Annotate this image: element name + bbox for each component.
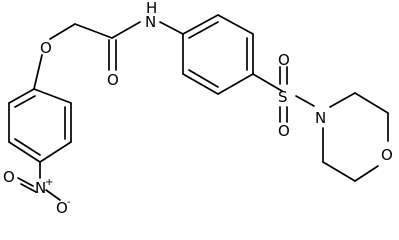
bond-ring1-e <box>8 141 41 163</box>
nitro-minus-charge: - <box>67 197 71 208</box>
morpholine-oxygen-label: O <box>381 146 393 164</box>
bond-ring2-inner-1 <box>188 21 219 39</box>
bond-ring2-inner-3 <box>188 69 219 88</box>
bond-morph-b <box>354 92 389 114</box>
bond-ring2-e <box>182 73 219 95</box>
bond-ring1-a <box>8 88 35 104</box>
bond-ring1-b <box>33 88 72 104</box>
bond-ch2-carbonyl <box>74 23 113 39</box>
molecule-structure: O O H N N + O O - S O O N O <box>3 0 393 217</box>
bond-n-ring2 <box>159 21 184 35</box>
bond-nitro-o-top-1 <box>17 177 34 187</box>
bond-nitro-o-bottom <box>45 189 61 201</box>
atom-labels: O O H N N + O O - S O O N O <box>3 0 393 217</box>
bond-ring2-b <box>217 14 254 35</box>
sulfonyl-oxygen-top-label: O <box>278 51 290 69</box>
bond-morph-d <box>354 165 379 182</box>
nitro-oxygen-bottom-label: O <box>56 199 68 217</box>
bond-s-n <box>295 95 315 107</box>
nitro-oxygen-top-label: O <box>3 168 15 186</box>
nitro-nitrogen-label: N <box>35 179 46 197</box>
bond-ring1-ether <box>33 54 43 90</box>
sulfonyl-oxygen-bottom-label: O <box>278 122 290 140</box>
bond-morph-a <box>329 92 356 108</box>
bond-ring2-s <box>252 73 283 92</box>
amide-hydrogen-label: H <box>146 0 157 17</box>
ether-oxygen-label: O <box>40 39 52 57</box>
bond-ring1-inner-1 <box>14 95 36 108</box>
amide-nitrogen-label: N <box>145 13 156 31</box>
bond-carbonyl-n <box>111 21 141 39</box>
bonds <box>8 14 389 201</box>
sulfur-label: S <box>278 88 288 106</box>
bond-ring1-inner-3 <box>14 138 41 156</box>
bond-nitro-o-top-2 <box>20 183 37 193</box>
carbonyl-oxygen-label: O <box>107 71 119 89</box>
morpholine-nitrogen-label: N <box>315 109 326 127</box>
bond-morph-e <box>322 161 356 182</box>
bond-ring1-d <box>39 141 72 163</box>
bond-ether-ch2 <box>49 23 76 40</box>
bond-ring2-a <box>182 14 219 35</box>
nitro-plus-charge: + <box>45 177 53 188</box>
bond-ring2-d <box>217 73 254 95</box>
